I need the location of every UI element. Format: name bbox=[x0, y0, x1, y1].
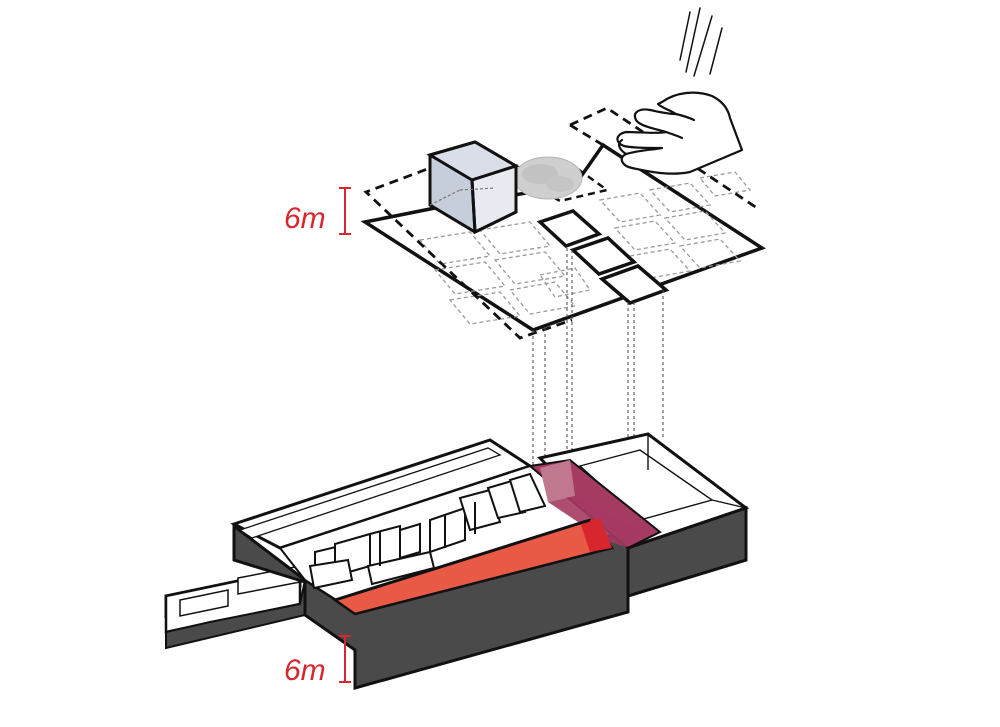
roof-opening-2 bbox=[569, 236, 638, 276]
upper-dimension bbox=[339, 187, 351, 235]
interior-partitions bbox=[308, 472, 547, 590]
roof-opening-1 bbox=[536, 209, 603, 249]
hand-icon bbox=[616, 7, 744, 175]
upper-plate: 6m bbox=[284, 7, 766, 340]
left-wing-dark bbox=[165, 579, 306, 650]
glass-box-icon bbox=[426, 140, 520, 235]
lower-dimension bbox=[339, 635, 351, 683]
lower-building: 6m bbox=[164, 432, 750, 690]
tree-icon bbox=[513, 156, 583, 200]
roof-opening-3 bbox=[598, 264, 670, 305]
lower-height-label: 6m bbox=[284, 654, 326, 687]
upper-height-label: 6m bbox=[284, 202, 326, 235]
